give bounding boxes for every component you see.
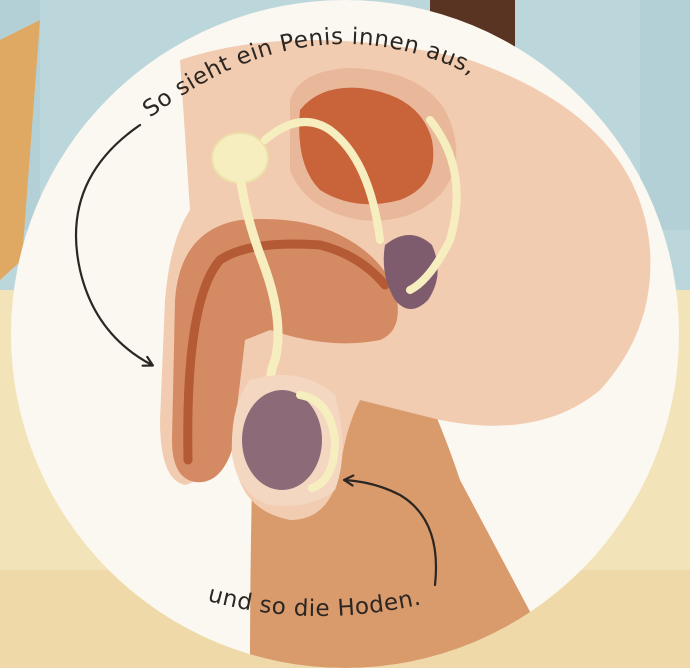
testis bbox=[242, 390, 322, 490]
